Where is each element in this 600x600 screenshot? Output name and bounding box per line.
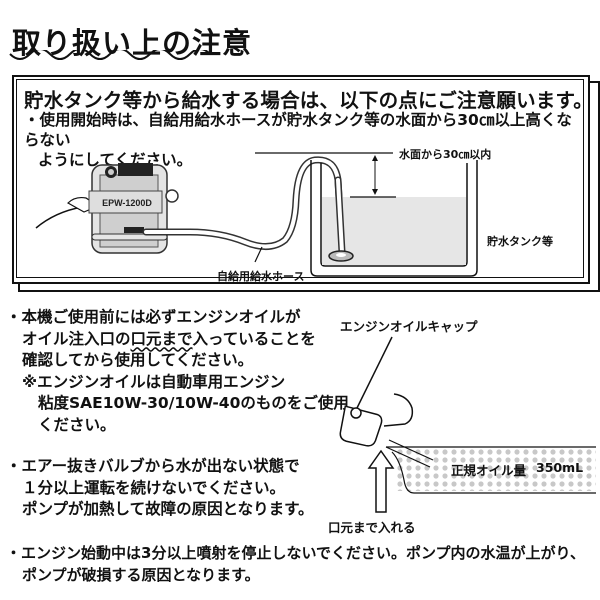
section-engine-oil: ・本機ご使用前には必ずエンジンオイルが オイル注入口の口元まで入っていることを … xyxy=(6,307,349,436)
engine-oil-note1: ※エンジンオイルは自動車用エンジン xyxy=(22,372,286,391)
bullet-marker: ・ xyxy=(24,111,40,129)
height-label: 水面から30㎝以内 xyxy=(399,148,492,161)
notice-heading: 貯水タンク等から給水する場合は、以下の点にご注意願います。 xyxy=(24,89,593,112)
engine-start-line1: エンジン始動中は3分以上噴射を停止しないでください。ポンプ内の水温が上がり、 xyxy=(21,544,585,562)
bullet-marker: ・ xyxy=(6,544,22,562)
fill-label: 口元まで入れる xyxy=(328,520,416,535)
engine-oil-line2a: オイル注入口の xyxy=(22,329,131,348)
engine-oil-line1: 本機ご使用前には必ずエンジンオイルが xyxy=(21,308,301,326)
tank-label: 貯水タンク等 xyxy=(487,235,553,248)
tank-outer xyxy=(310,160,478,277)
section-engine-start: ・エンジン始動中は3分以上噴射を停止しないでください。ポンプ内の水温が上がり、 … xyxy=(6,543,585,586)
power-cable xyxy=(35,206,83,229)
engine-start-line2: ポンプが破損する原因となります。 xyxy=(22,565,260,584)
pump-icon xyxy=(88,163,179,254)
oil-volume: 350mL xyxy=(536,460,584,475)
section-air-valve: ・エアー抜きバルブから水が出ない状態で １分以上運転を続けないでください。 ポン… xyxy=(6,456,314,521)
arrow-up-icon xyxy=(367,449,395,513)
oil-fill-diagram xyxy=(339,336,596,513)
title-wavy-underline xyxy=(9,50,211,60)
bullet-marker: ・ xyxy=(6,308,22,326)
bullet-marker: ・ xyxy=(6,457,22,475)
oil-level-label: 正規オイル量 xyxy=(451,463,527,478)
supply-hose xyxy=(142,156,346,256)
engine-oil-note2: 粘度SAE10W-30/10W-40のものをご使用 xyxy=(38,394,349,412)
water-tank-diagram: EPW-1200D xyxy=(35,152,478,277)
arrow-down-icon xyxy=(372,189,378,195)
arrow-up-icon xyxy=(372,155,378,161)
pump-model-label: EPW-1200D xyxy=(102,198,152,208)
tank-inner xyxy=(320,163,468,267)
air-valve-line1: エアー抜きバルブから水が出ない状態で xyxy=(21,457,300,475)
oil-tank-outline xyxy=(391,451,596,494)
oil-cap-label: エンジンオイルキャップ xyxy=(340,319,478,334)
engine-oil-line3: 確認してから使用してください。 xyxy=(22,351,254,369)
notice-box-inner-border xyxy=(16,79,584,278)
engine-oil-emphasis: 口元まで xyxy=(130,329,193,348)
engine-oil-note3: ください。 xyxy=(38,415,116,434)
air-valve-line2: １分以上運転を続けないでください。 xyxy=(22,478,286,497)
oil-level-area xyxy=(396,447,596,491)
air-valve-line3: ポンプが加熱して故障の原因となります。 xyxy=(22,500,314,518)
engine-oil-line2b: 入っていることを xyxy=(192,329,316,348)
oil-cap-icon xyxy=(339,393,414,447)
hose-label: 自給用給水ホース xyxy=(217,270,305,283)
notice-bullet-line1: 使用開始時は、自給用給水ホースが貯水タンク等の水面から30㎝以上高くならない xyxy=(24,111,572,149)
